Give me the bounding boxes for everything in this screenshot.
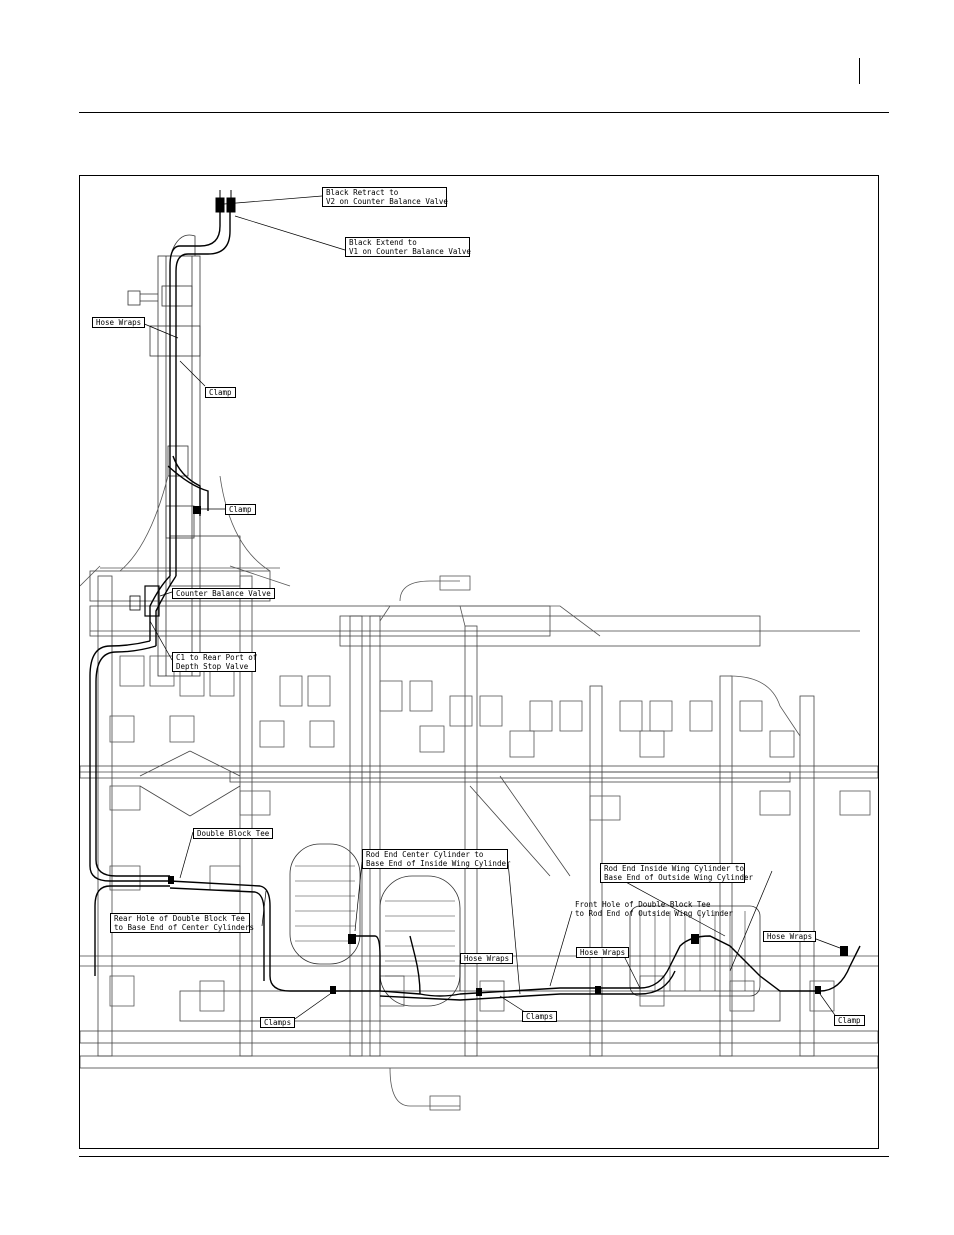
callout-hose-wraps-right: Hose Wraps — [763, 931, 817, 942]
callout-clamps-left: Clamps — [260, 1017, 296, 1028]
callout-black-retract: Black Retract to V2 on Counter Balance V… — [322, 187, 448, 207]
callout-line: Base End of Inside Wing Cylinder — [366, 859, 511, 868]
callout-rod-end-center: Rod End Center Cylinder to Base End of I… — [362, 849, 511, 869]
callout-rod-end-inside-wing: Rod End Inside Wing Cylinder to Base End… — [600, 863, 754, 883]
callout-hose-wraps-center: Hose Wraps — [460, 953, 514, 964]
callout-hose-wraps-right-center: Hose Wraps — [576, 947, 630, 958]
counter-balance-valve-block — [129, 585, 160, 617]
callout-double-block-tee: Double Block Tee — [193, 828, 274, 839]
callout-line: Clamp — [209, 388, 232, 397]
callout-line: Hose Wraps — [767, 932, 813, 941]
callout-line: Base End of Outside Wing Cylinder — [604, 873, 754, 882]
callout-clamps-center: Clamps — [522, 1011, 558, 1022]
header-rule — [79, 112, 889, 113]
callout-line: Clamp — [229, 505, 252, 514]
hitch-plate — [80, 475, 291, 587]
tires — [289, 843, 761, 1007]
frame-uprights — [97, 575, 815, 1057]
callout-clamp-middle: Clamp — [225, 504, 256, 515]
hose-routing-drawing — [80, 190, 878, 1111]
callout-hose-wraps-top: Hose Wraps — [92, 317, 146, 328]
header-tick-mark — [859, 58, 860, 84]
upper-arch — [379, 575, 801, 737]
callout-line: V2 on Counter Balance Valve — [326, 197, 448, 206]
callout-line: Hose Wraps — [464, 954, 510, 963]
callout-line: to Rod End of Outside Wing Cylinder — [575, 909, 734, 918]
hose-couplers — [215, 190, 236, 213]
callout-line: Hose Wraps — [580, 948, 626, 957]
callout-line: Rod End Inside Wing Cylinder to — [604, 864, 744, 873]
callout-line: Clamps — [526, 1012, 554, 1021]
callout-clamp-right: Clamp — [834, 1015, 865, 1026]
callout-rear-hole-tee: Rear Hole of Double Block Tee to Base En… — [110, 913, 254, 933]
callout-line: C1 to Rear Port of — [176, 653, 258, 662]
callout-line: Front Hole of Double Block Tee — [575, 900, 711, 909]
callout-line: Black Extend to — [349, 238, 417, 247]
callout-line: Rear Hole of Double Block Tee — [114, 914, 245, 923]
callout-line: Black Retract to — [326, 188, 399, 197]
callout-counter-balance-valve: Counter Balance Valve — [172, 588, 275, 599]
callout-line: Counter Balance Valve — [176, 589, 271, 598]
callout-line: Hose Wraps — [96, 318, 142, 327]
callout-front-hole-tee: Front Hole of Double Block Tee to Rod En… — [572, 900, 734, 918]
callout-line: V1 on Counter Balance Valve — [349, 247, 471, 256]
footer-rule — [79, 1156, 889, 1157]
callout-c1-rear-port: C1 to Rear Port of Depth Stop Valve — [172, 652, 258, 672]
leader-lines — [141, 195, 849, 1022]
hitch-truss — [139, 750, 571, 877]
callout-line: to Base End of Center Cylinders — [114, 923, 254, 932]
callout-line: Clamp — [838, 1016, 861, 1025]
callout-black-extend: Black Extend to V1 on Counter Balance Va… — [345, 237, 471, 257]
fittings — [168, 506, 848, 996]
callout-clamp-upper: Clamp — [205, 387, 236, 398]
lower-hoop — [389, 1067, 461, 1111]
hose-routing-figure: Black Retract to V2 on Counter Balance V… — [79, 175, 879, 1149]
callout-line: Rod End Center Cylinder to — [366, 850, 484, 859]
callout-line: Double Block Tee — [197, 829, 270, 838]
callout-line: Clamps — [264, 1018, 292, 1027]
callout-line: Depth Stop Valve — [176, 662, 249, 671]
